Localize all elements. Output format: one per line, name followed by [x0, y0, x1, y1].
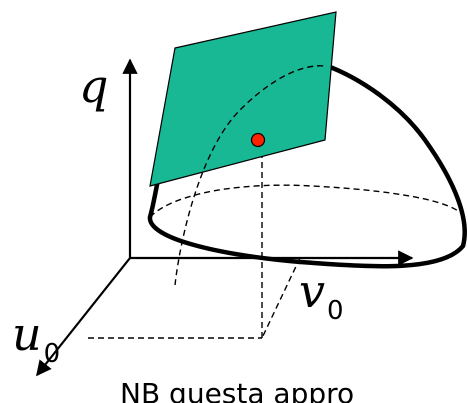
u0-label: u0 [12, 307, 60, 369]
surface-meridian [174, 65, 326, 286]
v0-label: v0 [299, 264, 344, 326]
note-text: NB questa appro [120, 377, 354, 403]
u-axis [36, 257, 131, 377]
projection-v0 [261, 257, 301, 339]
tangent-plane [149, 11, 337, 187]
tangent-point [250, 132, 266, 148]
q-axis-label: q [79, 59, 108, 113]
surface-back-rim [149, 184, 465, 218]
